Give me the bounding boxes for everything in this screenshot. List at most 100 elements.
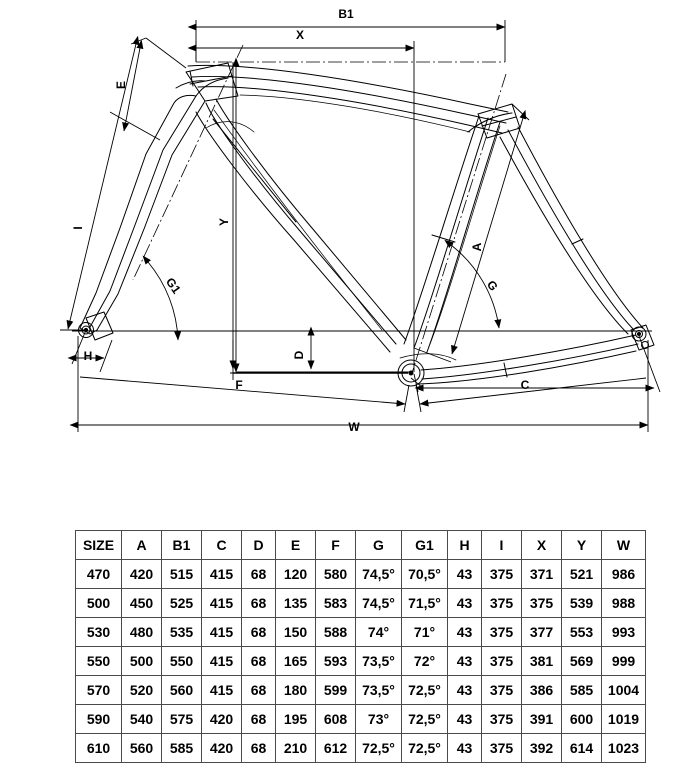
cell-g1: 72°	[401, 646, 448, 676]
table-row: 610 560 585 420 68 210 612 72,5° 72,5° 4…	[75, 733, 646, 763]
dim-label-B1: B1	[338, 7, 354, 21]
cell-g1: 72,5°	[401, 675, 448, 705]
cell-i: 375	[481, 733, 522, 763]
cell-e: 150	[275, 617, 316, 647]
cell-g1: 71°	[401, 617, 448, 647]
dim-Y	[232, 57, 410, 373]
cell-d: 68	[241, 646, 276, 676]
dim-label-I: I	[71, 226, 85, 229]
table-row: 590 540 575 420 68 195 608 73° 72,5° 43 …	[75, 704, 646, 734]
dim-X	[187, 41, 415, 372]
col-header-x: X	[521, 530, 562, 560]
cell-d: 68	[241, 675, 276, 705]
cell-c: 415	[201, 617, 242, 647]
cell-size: 570	[75, 675, 122, 705]
cell-b1: 585	[161, 733, 202, 763]
cell-x: 391	[521, 704, 562, 734]
cell-a: 420	[121, 559, 162, 589]
cell-g1: 72,5°	[401, 704, 448, 734]
cell-e: 120	[275, 559, 316, 589]
cell-e: 180	[275, 675, 316, 705]
cell-y: 569	[561, 646, 602, 676]
cell-a: 520	[121, 675, 162, 705]
dim-label-W: W	[348, 420, 360, 434]
cell-w: 988	[601, 588, 646, 618]
dim-label-E: E	[114, 81, 128, 89]
cell-f: 612	[315, 733, 356, 763]
col-header-f: F	[315, 530, 356, 560]
cell-y: 585	[561, 675, 602, 705]
dim-I	[60, 35, 147, 331]
cell-h: 43	[447, 675, 482, 705]
cell-a: 480	[121, 617, 162, 647]
col-header-e: E	[275, 530, 316, 560]
cell-g: 74,5°	[355, 588, 402, 618]
dim-label-H: H	[84, 349, 93, 363]
frame-geometry-diagram: B1 X E I Y A G1 G D H F C W	[60, 7, 661, 434]
col-header-y: Y	[561, 530, 602, 560]
dim-W	[69, 336, 649, 432]
cell-c: 415	[201, 646, 242, 676]
cell-w: 1004	[601, 675, 646, 705]
table-row: 500 450 525 415 68 135 583 74,5° 71,5° 4…	[75, 588, 646, 618]
table-row: 550 500 550 415 68 165 593 73,5° 72° 43 …	[75, 646, 646, 676]
cell-i: 375	[481, 588, 522, 618]
frame-geometry-page: B1 X E I Y A G1 G D H F C W	[60, 7, 661, 763]
cell-size: 530	[75, 617, 122, 647]
cell-b1: 550	[161, 646, 202, 676]
cell-i: 375	[481, 704, 522, 734]
cell-i: 375	[481, 646, 522, 676]
cell-w: 1023	[601, 733, 646, 763]
col-header-d: D	[241, 530, 276, 560]
dim-label-A: A	[470, 242, 484, 251]
cell-size: 610	[75, 733, 122, 763]
table-row: 530 480 535 415 68 150 588 74° 71° 43 37…	[75, 617, 646, 647]
cell-a: 450	[121, 588, 162, 618]
cell-c: 415	[201, 559, 242, 589]
dimension-lines	[60, 20, 661, 432]
cell-y: 614	[561, 733, 602, 763]
cell-h: 43	[447, 733, 482, 763]
cell-e: 195	[275, 704, 316, 734]
cell-i: 375	[481, 617, 522, 647]
cell-a: 560	[121, 733, 162, 763]
cell-g1: 70,5°	[401, 559, 448, 589]
frame-geometry-table: SIZE A B1 C D E F G G1 H I X Y W	[75, 530, 646, 763]
cell-d: 68	[241, 617, 276, 647]
cell-i: 375	[481, 675, 522, 705]
col-header-b1: B1	[161, 530, 202, 560]
cell-w: 986	[601, 559, 646, 589]
cell-e: 165	[275, 646, 316, 676]
cell-x: 371	[521, 559, 562, 589]
dim-label-F: F	[235, 378, 242, 392]
cell-w: 993	[601, 617, 646, 647]
cell-size: 500	[75, 588, 122, 618]
dim-H	[67, 329, 113, 373]
cell-b1: 525	[161, 588, 202, 618]
cell-b1: 575	[161, 704, 202, 734]
cell-b1: 560	[161, 675, 202, 705]
cell-f: 580	[315, 559, 356, 589]
col-header-a: A	[121, 530, 162, 560]
cell-size: 590	[75, 704, 122, 734]
col-header-i: I	[481, 530, 522, 560]
cell-h: 43	[447, 646, 482, 676]
cell-g: 72,5°	[355, 733, 402, 763]
cell-x: 377	[521, 617, 562, 647]
cell-g: 74°	[355, 617, 402, 647]
cell-f: 608	[315, 704, 356, 734]
cell-f: 583	[315, 588, 356, 618]
rear-dropout	[630, 324, 655, 351]
cell-f: 599	[315, 675, 356, 705]
cell-x: 386	[521, 675, 562, 705]
cell-x: 381	[521, 646, 562, 676]
geometry-table-container: SIZE A B1 C D E F G G1 H I X Y W	[75, 530, 646, 763]
cell-h: 43	[447, 704, 482, 734]
chain-stay	[417, 334, 639, 385]
dim-label-X: X	[296, 28, 304, 42]
dim-label-Y: Y	[217, 218, 231, 226]
dim-label-D: D	[292, 350, 306, 359]
col-header-w: W	[601, 530, 646, 560]
cell-a: 500	[121, 646, 162, 676]
cell-x: 375	[521, 588, 562, 618]
